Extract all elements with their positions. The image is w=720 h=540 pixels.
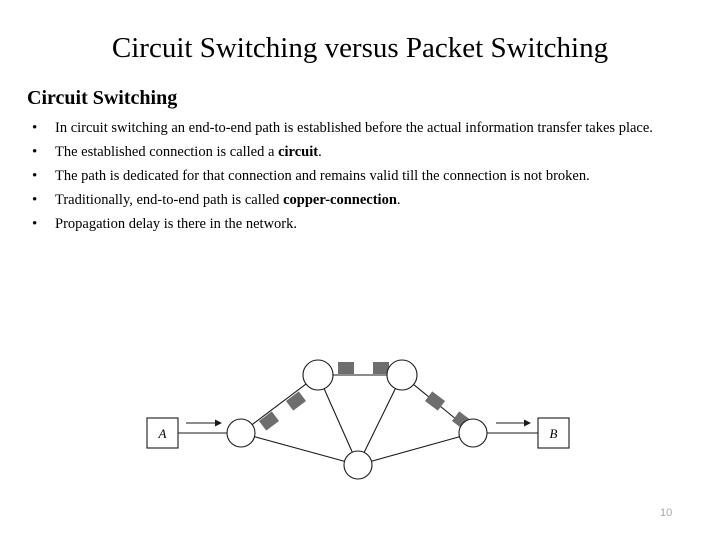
switch-node [226,418,256,448]
source-host-label: A [158,426,167,441]
switch-node [386,359,418,391]
list-item-text: Traditionally, end-to-end path is called… [55,190,675,211]
source-host-node: A [146,417,179,449]
emphasis-term: copper-connection [283,192,397,208]
packet-marker [425,391,445,411]
packet-marker [259,411,279,431]
page-title: Circuit Switching versus Packet Switchin… [111,32,609,64]
list-item: • In circuit switching an end-to-end pat… [27,118,675,139]
list-item-text: The path is dedicated for that connectio… [55,168,590,184]
emphasis-term: circuit [278,144,319,160]
network-link-line [357,374,403,466]
list-item-text: Propagation delay is there in the networ… [55,216,298,232]
text-before: The established connection is called a [55,144,279,160]
source-host-box [146,417,179,449]
bullet-marker: • [32,168,38,184]
section-heading: Circuit Switching [27,87,178,109]
packet-marker [338,362,354,374]
list-item: • The established connection is called a… [27,142,675,163]
switch-node [302,359,334,391]
network-link-line [240,432,359,466]
destination-host-node: B [537,417,570,449]
list-item-text: In circuit switching an end-to-end path … [55,120,653,136]
list-item-text: The established connection is called a c… [55,142,675,163]
bullet-marker: • [32,192,38,208]
text-after: . [318,144,322,160]
switch-node [343,450,373,480]
text-before: Traditionally, end-to-end path is called [55,192,284,208]
switch-node [458,418,488,448]
destination-direction-arrow-icon [496,419,531,427]
network-link-line [240,374,319,434]
destination-host-box [537,417,570,449]
destination-host-label: B [550,426,558,441]
page-number: 10 [660,507,673,519]
bullet-marker: • [32,120,38,136]
network-link-line [357,432,474,466]
packet-marker [373,362,389,374]
packet-marker [286,391,306,411]
packet-markers [259,362,472,431]
circuit-switching-network-diagram: A B [130,348,590,498]
bullet-marker: • [32,144,38,160]
switching-nodes [226,359,488,480]
source-direction-arrow-icon [186,419,222,427]
list-item: • The path is dedicated for that connect… [27,166,675,187]
bullet-marker: • [32,216,38,232]
network-link-line [317,374,359,466]
bullet-list: • In circuit switching an end-to-end pat… [27,118,675,238]
text-after: . [396,192,401,208]
list-item: • Traditionally, end-to-end path is call… [27,190,675,211]
list-item: • Propagation delay is there in the netw… [27,214,675,235]
